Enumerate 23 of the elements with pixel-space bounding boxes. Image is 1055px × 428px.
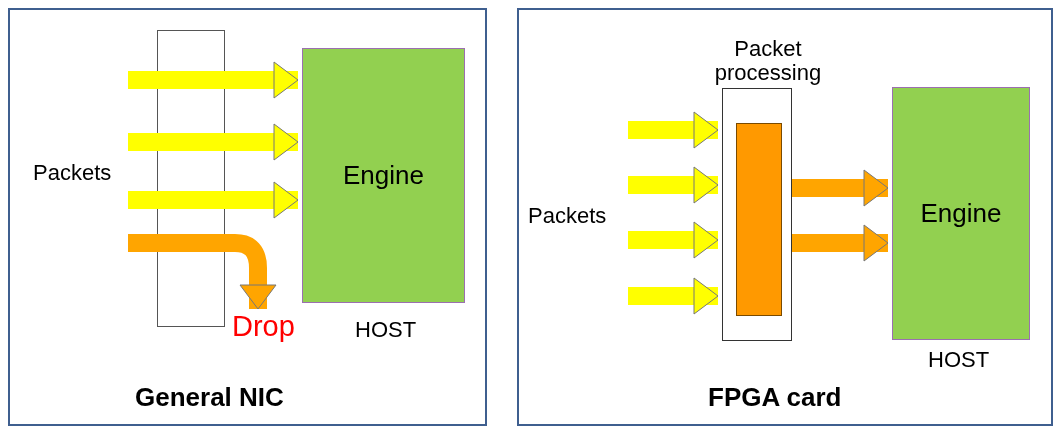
- arrow: [128, 61, 299, 99]
- drop-text: Drop: [232, 310, 295, 343]
- host-label: HOST: [928, 347, 990, 373]
- arrow: [792, 169, 889, 207]
- arrow: [628, 221, 719, 259]
- arrow: [128, 181, 299, 219]
- packets-label: Packets: [528, 203, 607, 229]
- arrow: [628, 166, 719, 204]
- panel-title: General NIC: [135, 382, 284, 413]
- panel: [517, 8, 1053, 426]
- arrow: [628, 111, 719, 149]
- engine-label: Engine: [920, 198, 1002, 229]
- host-label: HOST: [355, 317, 417, 343]
- arrow: [128, 123, 299, 161]
- engine-label: Engine: [343, 160, 424, 191]
- processing-bar: [736, 123, 782, 316]
- panel: [8, 8, 487, 426]
- arrow: [128, 234, 277, 310]
- packets-label: Packets: [33, 160, 112, 186]
- box-heading: Packet processing: [713, 37, 823, 85]
- panel-title: FPGA card: [708, 382, 842, 413]
- arrow: [792, 224, 889, 262]
- arrow: [628, 277, 719, 315]
